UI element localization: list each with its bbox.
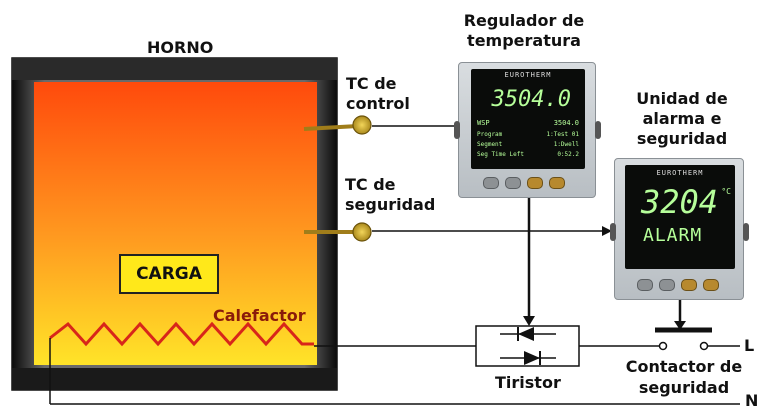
thyristor-label: Tiristor — [495, 373, 561, 392]
alarm-unit-line1: Unidad de — [636, 89, 728, 108]
terminal-n: N — [745, 391, 759, 410]
alarm-unit-line3: seguridad — [636, 129, 728, 148]
alarm-key-4[interactable] — [703, 279, 719, 291]
furnace-wall-inner-bottom — [12, 368, 337, 390]
regulator-row4-label: Seg Time Left — [477, 151, 524, 158]
contactor-line1: Contactor de — [625, 357, 743, 376]
regulator-row2-label: Program — [477, 131, 503, 138]
regulator-key-1[interactable] — [483, 177, 499, 189]
alarm-left-clip — [610, 223, 616, 241]
regulator-row3-label: Segment — [477, 141, 503, 148]
regulator-main-value: 3504.0 — [491, 87, 571, 112]
regulator-row2-value: 1:Test 01 — [546, 131, 579, 138]
alarm-screen: EUROTHERM 3204 °C ALARM — [625, 165, 735, 269]
contactor-label: Contactor de seguridad — [618, 356, 750, 398]
heater-label: Calefactor — [213, 306, 306, 325]
furnace-title: HORNO — [147, 38, 214, 57]
regulator-row4-value: 0:52.2 — [557, 151, 579, 158]
regulator-row1-label: WSP — [477, 119, 490, 127]
alarm-unit-title: Unidad de alarma e seguridad — [618, 89, 746, 149]
tc-safety-line1: TC de — [345, 175, 396, 194]
arrow-to-thyristor — [523, 316, 535, 326]
tc-control-line1: TC de — [346, 74, 397, 93]
alarm-right-clip — [743, 223, 749, 241]
regulator-row3-value: 1:Dwell — [553, 141, 579, 148]
contactor-terminal-left — [658, 341, 668, 351]
thyristor-diode-top — [518, 327, 534, 341]
thyristor-diode-bottom — [524, 351, 540, 365]
tc-control-label: TC de control — [346, 74, 410, 114]
alarm-key-3[interactable] — [681, 279, 697, 291]
terminal-l: L — [744, 336, 755, 355]
regulator-left-clip — [454, 121, 460, 139]
alarm-brand: EUROTHERM — [656, 169, 704, 177]
contactor-terminal-right — [699, 341, 709, 351]
regulator-brand: EUROTHERM — [504, 71, 552, 79]
tc-control-line2: control — [346, 94, 410, 113]
tc-safety-label: TC de seguridad — [345, 175, 435, 215]
regulator-row1-value: 3504.0 — [553, 119, 579, 127]
regulator-key-4[interactable] — [549, 177, 565, 189]
furnace-chamber — [34, 82, 317, 365]
temperature-regulator: EUROTHERM 3504.0 WSP 3504.0 Program 1:Te… — [454, 62, 601, 198]
tc-safety-line2: seguridad — [345, 195, 436, 214]
contactor-line2: seguridad — [638, 378, 730, 397]
furnace-wall-inner-top — [12, 58, 337, 80]
regulator-key-3[interactable] — [527, 177, 543, 189]
arrow-to-contactor — [674, 321, 686, 330]
alarm-key-1[interactable] — [637, 279, 653, 291]
tc-control-head — [352, 115, 372, 135]
regulator-title: Regulador de temperatura — [455, 11, 593, 51]
alarm-unit-symbol: °C — [721, 187, 731, 196]
regulator-keypad — [483, 177, 565, 189]
regulator-right-clip — [595, 121, 601, 139]
regulator-title-line2: temperatura — [467, 31, 581, 50]
alarm-status: ALARM — [643, 225, 703, 246]
alarm-keypad — [637, 279, 719, 291]
tc-control-probe — [303, 124, 359, 131]
regulator-title-line1: Regulador de — [463, 11, 585, 30]
arrow-to-alarm-unit — [602, 226, 612, 236]
load-box: CARGA — [119, 254, 219, 294]
heater-element — [49, 321, 314, 347]
tc-safety-head — [352, 222, 372, 242]
alarm-main-value: 3204 — [641, 183, 719, 221]
alarm-key-2[interactable] — [659, 279, 675, 291]
alarm-safety-unit: EUROTHERM 3204 °C ALARM — [610, 158, 749, 300]
regulator-key-2[interactable] — [505, 177, 521, 189]
alarm-unit-line2: alarma e — [642, 109, 722, 128]
regulator-screen: EUROTHERM 3504.0 WSP 3504.0 Program 1:Te… — [471, 69, 585, 169]
